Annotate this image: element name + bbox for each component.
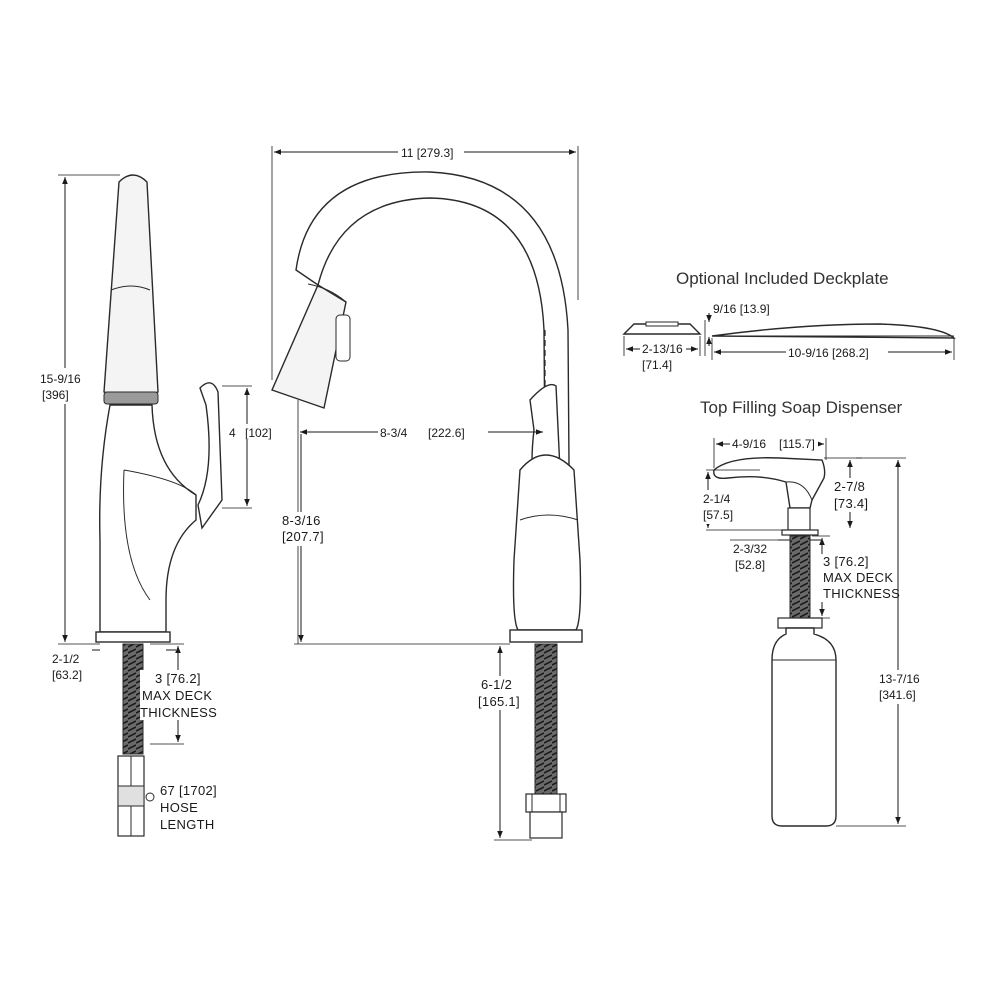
hose-label: 67 [1702] bbox=[160, 783, 217, 798]
soap-max-deck-line2: THICKNESS bbox=[823, 586, 900, 601]
shank-label: 6-1/2 bbox=[481, 677, 512, 692]
soap-body-height-mm-label: [73.4] bbox=[834, 496, 868, 511]
soap-total-mm-label: [341.6] bbox=[879, 688, 916, 702]
deckplate-height-label: 9/16 [13.9] bbox=[713, 302, 770, 316]
handle-height-label: 4 bbox=[229, 426, 236, 440]
soap-shank-dia-label: 2-3/32 bbox=[733, 542, 767, 556]
base-dia-mm-label: [63.2] bbox=[52, 668, 82, 682]
soap-dispenser-drawing bbox=[713, 457, 837, 827]
spout-height-mm-label: [207.7] bbox=[282, 529, 324, 544]
reach-mm-label: [222.6] bbox=[428, 426, 465, 440]
faucet-front-view bbox=[271, 171, 583, 839]
soap-shank-dia-mm-label: [52.8] bbox=[735, 558, 765, 572]
soap-body-height-label: 2-7/8 bbox=[834, 479, 865, 494]
height-label: 15-9/16 bbox=[40, 372, 81, 386]
base-dia-label: 2-1/2 bbox=[52, 652, 80, 666]
height-mm-label: [396] bbox=[42, 388, 69, 402]
deckplate-drawing bbox=[622, 321, 956, 339]
shank-mm-label: [165.1] bbox=[478, 694, 520, 709]
soap-total-label: 13-7/16 bbox=[879, 672, 920, 686]
deckplate-length-label: 10-9/16 [268.2] bbox=[788, 346, 869, 360]
hose-line1: HOSE bbox=[160, 800, 198, 815]
soap-title: Top Filling Soap Dispenser bbox=[700, 398, 903, 417]
soap-reach-mm-label: [115.7] bbox=[779, 437, 815, 451]
deckplate-title: Optional Included Deckplate bbox=[676, 269, 889, 288]
soap-head-height-mm-label: [57.5] bbox=[703, 508, 733, 522]
reach-label: 8-3/4 bbox=[380, 426, 408, 440]
hose-line2: LENGTH bbox=[160, 817, 215, 832]
max-deck-label: 3 [76.2] bbox=[155, 671, 201, 686]
deckplate-depth-label: 2-13/16 bbox=[642, 342, 683, 356]
spout-height-label: 8-3/16 bbox=[282, 513, 321, 528]
soap-reach-label: 4-9/16 bbox=[732, 437, 766, 451]
faucet-side-view bbox=[95, 174, 223, 837]
max-deck-line2: THICKNESS bbox=[140, 705, 217, 720]
soap-max-deck-label: 3 [76.2] bbox=[823, 554, 869, 569]
width-label: 11 [279.3] bbox=[401, 146, 454, 160]
handle-height-mm-label: [102] bbox=[245, 426, 272, 440]
max-deck-line1: MAX DECK bbox=[142, 688, 212, 703]
soap-head-height-label: 2-1/4 bbox=[703, 492, 731, 506]
soap-max-deck-line1: MAX DECK bbox=[823, 570, 893, 585]
deckplate-depth-mm-label: [71.4] bbox=[642, 358, 672, 372]
